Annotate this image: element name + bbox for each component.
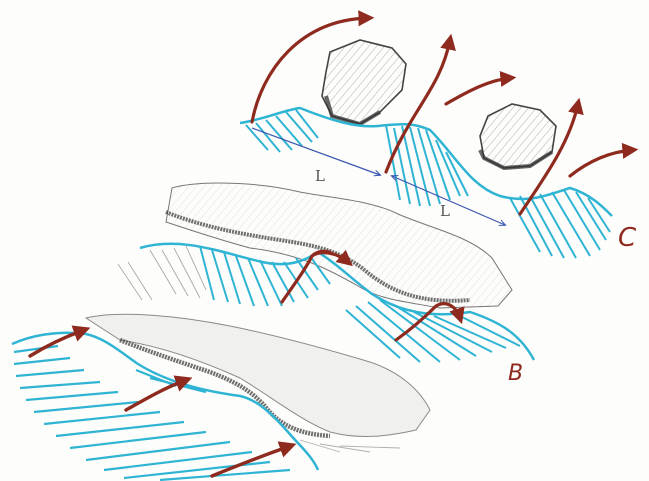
panel-c-label: C [618, 223, 637, 253]
pencil-lines-middle [118, 246, 206, 300]
ice-block-left [322, 40, 406, 124]
ice-slab-middle [166, 183, 512, 308]
wavelength-label-1: L [315, 167, 325, 185]
ice-block-right [480, 104, 556, 168]
ice-slab-front [86, 314, 430, 436]
wavelength-label-2: L [440, 202, 450, 220]
panel-front-sketch [12, 314, 430, 480]
flow-arrows-c [252, 18, 632, 214]
panel-b-label: B [508, 361, 523, 386]
pencil-lines-front [300, 440, 400, 452]
